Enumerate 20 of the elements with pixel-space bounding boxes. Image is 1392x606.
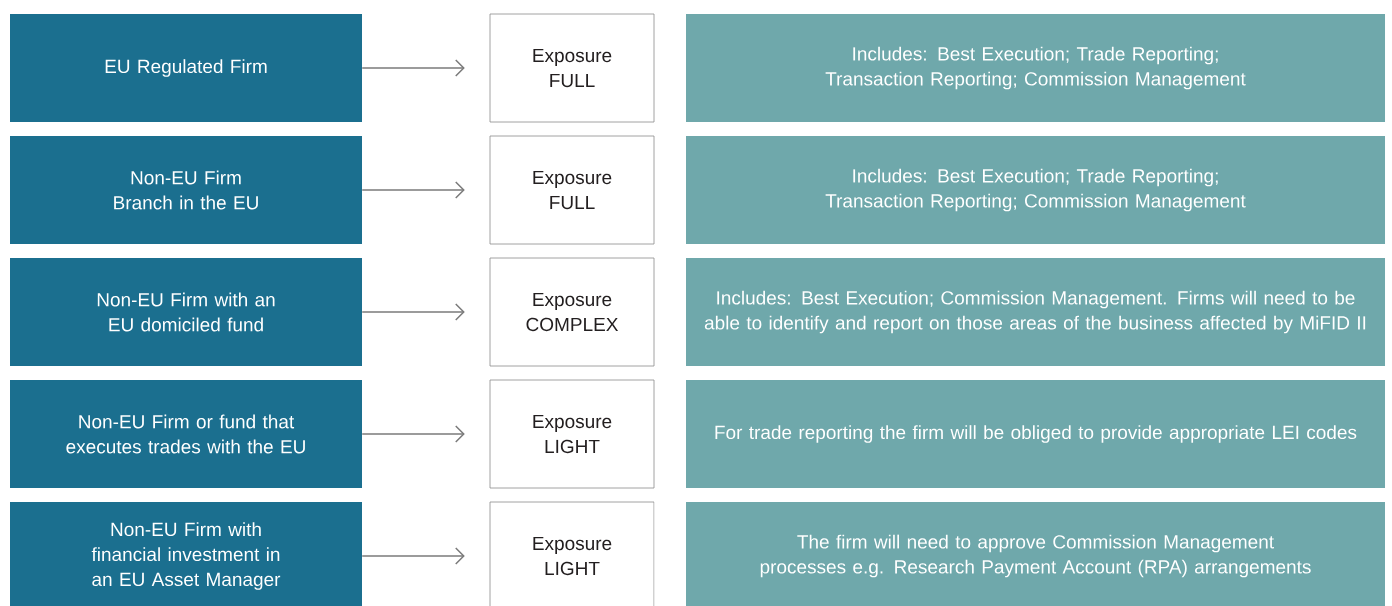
- node-text: Exposure LIGHT: [533, 414, 612, 454]
- node-text: Exposure FULL: [533, 48, 612, 88]
- node-text: Non-EU Firm Branch in the EU: [114, 170, 258, 210]
- arrow: [361, 181, 465, 199]
- arrow: [361, 425, 465, 443]
- arrow: [361, 547, 465, 565]
- node-text: Non-EU Firm with financial investment in an EU Asset Manager: [91, 522, 281, 590]
- node-text: Exposure LIGHT: [533, 536, 612, 576]
- arrow: [361, 303, 465, 321]
- node-text: Includes: Best Execution; Trade Reporting; Transaction Reporting; Commission Management: [825, 46, 1246, 90]
- arrow: [361, 59, 465, 77]
- node-text: Non-EU Firm or fund that executes trades with the EU: [66, 414, 305, 454]
- node-text: Includes: Best Execution; Trade Reporting; Transaction Reporting; Commission Management: [825, 168, 1246, 212]
- node-text: Exposure COMPLEX: [526, 292, 619, 332]
- node-text: For trade reporting the firm will be obliged to provide appropriate LEI codes: [715, 425, 1357, 443]
- node-text: The firm will need to approve Commission Management processes e.g. Research Payment Account (RPA) arrangements: [760, 534, 1311, 578]
- node-text: Exposure FULL: [533, 170, 612, 210]
- node-text: EU Regulated Firm: [105, 59, 267, 77]
- node-text: Includes: Best Execution; Commission Management. Firms will need to be able to identify and report on those areas of the business affected by MiFID II: [704, 290, 1366, 334]
- node-text: Non-EU Firm with an EU domiciled fund: [97, 292, 275, 332]
